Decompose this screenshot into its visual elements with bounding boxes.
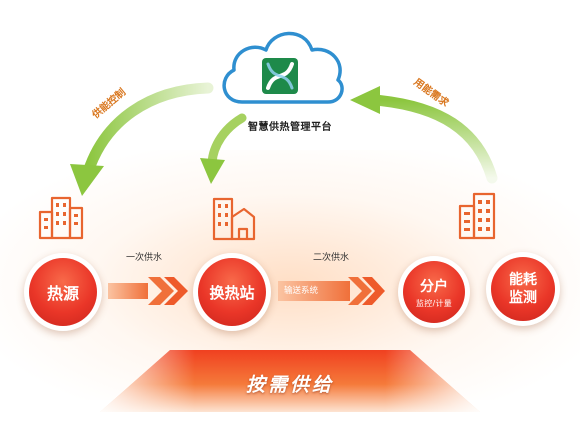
first-supply-label: 一次供水 [126, 253, 163, 263]
transport-system-label: 输送系统 [284, 286, 319, 296]
heat-source-label: 热源 [46, 284, 79, 303]
supply-control-arrowhead [70, 164, 104, 196]
station-arrowhead [200, 158, 225, 184]
cloud-icon [212, 20, 352, 112]
station-arc [207, 113, 247, 168]
exchange-station-label: 换热站 [209, 283, 255, 302]
platform-logo-icon [262, 58, 298, 94]
energy-demand-arc [369, 94, 498, 184]
transport-system-arrow [278, 277, 385, 305]
platform-title: 智慧供热管理平台 [248, 122, 332, 133]
on-demand-banner [100, 350, 480, 412]
heat-source-node: 热源 [24, 253, 102, 331]
energy-monitoring-node: 能耗 监测 [486, 252, 560, 326]
energy-consumption-label: 能耗 [509, 272, 537, 288]
first-supply-arrow [108, 277, 188, 305]
second-supply-label: 二次供水 [313, 253, 350, 263]
household-building-icon [458, 192, 496, 240]
household-label: 分户 [420, 278, 448, 295]
household-monitor-node: 分户 监控/计量 [398, 256, 470, 328]
monitoring-label: 监测 [509, 290, 537, 306]
heat-source-building-icon [38, 196, 84, 240]
monitor-meter-label: 监控/计量 [415, 298, 453, 308]
supply-control-arc [82, 82, 214, 178]
exchange-station-building-icon [212, 197, 256, 241]
exchange-station-node: 换热站 [193, 253, 271, 331]
on-demand-supply-text: 按需供给 [245, 374, 334, 396]
energy-demand-arrowhead [350, 86, 380, 114]
